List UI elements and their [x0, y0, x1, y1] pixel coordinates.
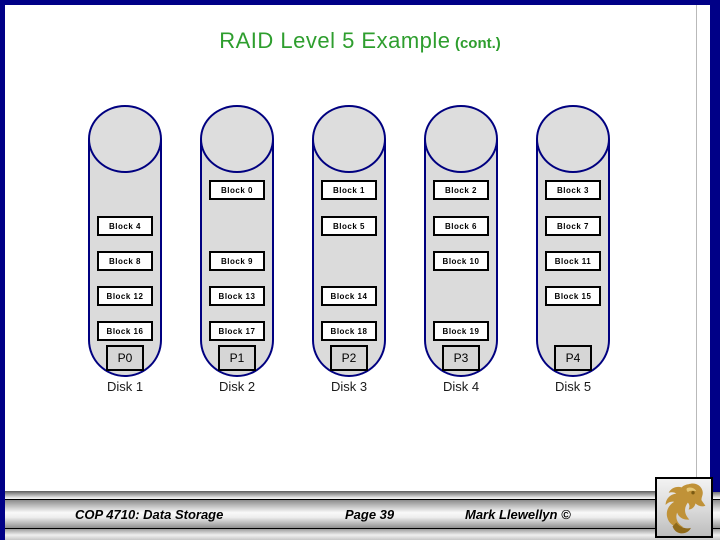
- footer-page-number: Page 39: [345, 506, 395, 522]
- block-box: Block 15: [545, 286, 601, 306]
- block-box: Block 3: [545, 180, 601, 200]
- disk-label: Disk 5: [554, 379, 592, 394]
- block-box: Block 0: [209, 180, 265, 200]
- footer-author-label: Mark Llewellyn ©: [465, 506, 571, 522]
- footer-band-top: [0, 491, 720, 500]
- page-title: RAID Level 5 Example (cont.): [0, 28, 720, 54]
- footer-band-main: COP 4710: Data Storage Page 39 Mark Llew…: [0, 500, 720, 529]
- cylinder-body: [312, 139, 386, 377]
- window-border-right: [710, 0, 720, 492]
- parity-box: P0: [106, 345, 144, 371]
- block-box: Block 11: [545, 251, 601, 271]
- disk-label: Disk 1: [106, 379, 144, 394]
- block-box: Block 17: [209, 321, 265, 341]
- window-border-top: [0, 0, 720, 5]
- cylinder-top-ellipse: [312, 105, 386, 173]
- cylinder-top-ellipse: [200, 105, 274, 173]
- cylinder-top-ellipse: [88, 105, 162, 173]
- footer: COP 4710: Data Storage Page 39 Mark Llew…: [0, 491, 720, 540]
- block-box: Block 14: [321, 286, 377, 306]
- block-box: Block 19: [433, 321, 489, 341]
- block-box: Block 9: [209, 251, 265, 271]
- disk-label: Disk 3: [330, 379, 368, 394]
- block-box: Block 16: [97, 321, 153, 341]
- cylinder-top-ellipse: [536, 105, 610, 173]
- block-box: Block 12: [97, 286, 153, 306]
- cylinder-top-ellipse: [424, 105, 498, 173]
- page-title-suffix: (cont.): [454, 35, 501, 52]
- block-box: Block 5: [321, 216, 377, 236]
- slide-edge-line: [696, 5, 697, 491]
- footer-course-label: COP 4710: Data Storage: [75, 506, 224, 522]
- logo-panel: [655, 477, 713, 538]
- parity-box: P4: [554, 345, 592, 371]
- block-box: Block 8: [97, 251, 153, 271]
- block-box: Block 7: [545, 216, 601, 236]
- parity-box: P3: [442, 345, 480, 371]
- footer-band-bottom: [0, 529, 720, 540]
- parity-box: P1: [218, 345, 256, 371]
- block-box: Block 1: [321, 180, 377, 200]
- block-box: Block 13: [209, 286, 265, 306]
- ucf-pegasus-logo: [665, 483, 706, 533]
- block-box: Block 2: [433, 180, 489, 200]
- window-border-left: [0, 0, 5, 540]
- disk-label: Disk 2: [218, 379, 256, 394]
- block-box: Block 18: [321, 321, 377, 341]
- disk-label: Disk 4: [442, 379, 480, 394]
- parity-box: P2: [330, 345, 368, 371]
- block-box: Block 10: [433, 251, 489, 271]
- block-box: Block 4: [97, 216, 153, 236]
- page-title-main: RAID Level 5 Example: [219, 28, 451, 53]
- block-box: Block 6: [433, 216, 489, 236]
